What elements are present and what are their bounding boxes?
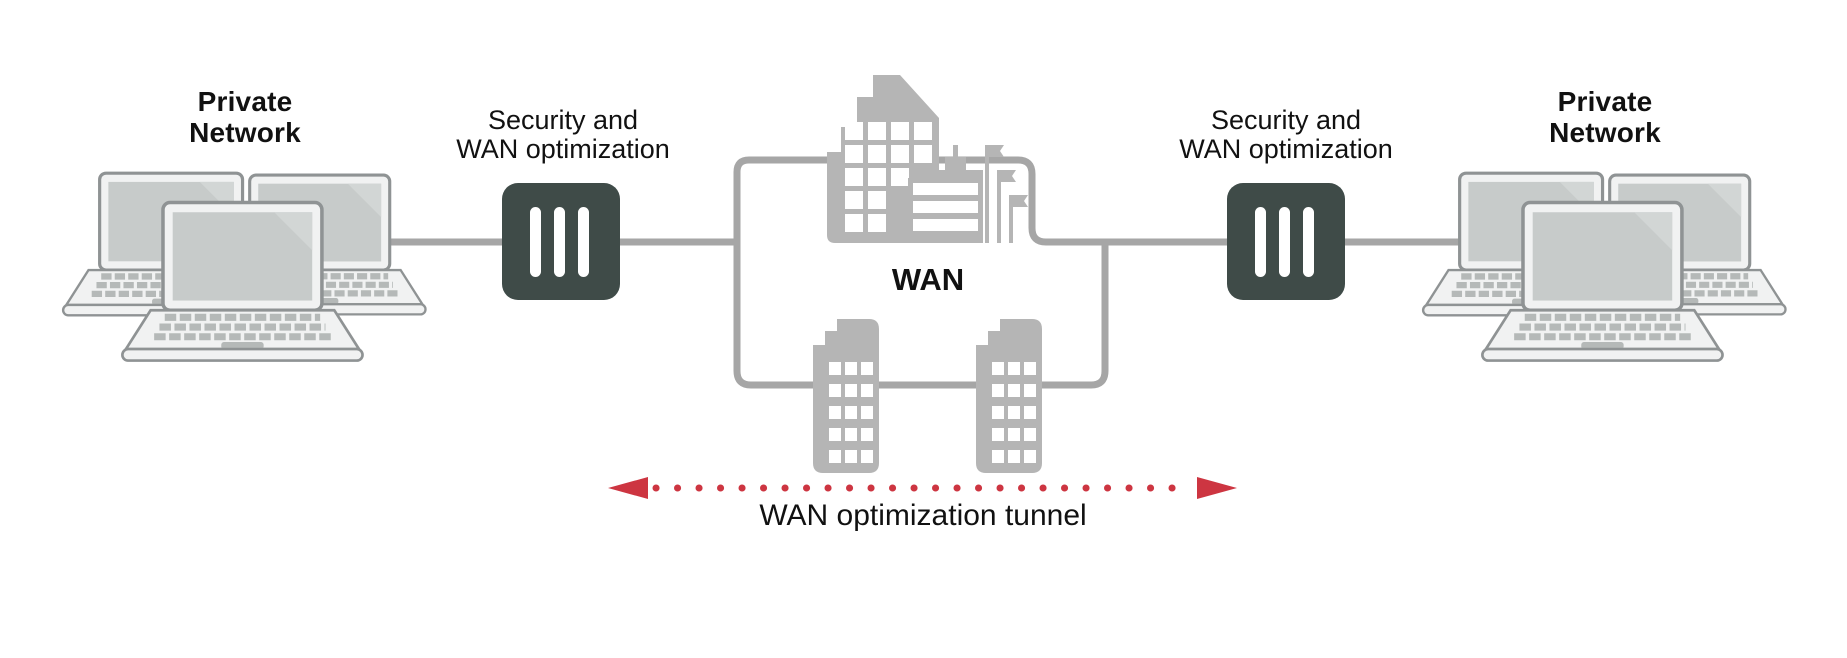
label-line: Private xyxy=(197,86,293,117)
label-line: Network xyxy=(1549,117,1661,148)
label-line: Security and xyxy=(487,105,639,135)
security-wan-appliance-icon-right xyxy=(1227,183,1345,300)
label-line: Private xyxy=(1557,86,1653,117)
wan-loop-upper xyxy=(733,156,1238,252)
wan-loop-lower xyxy=(733,232,1109,389)
flag-icons xyxy=(985,145,1028,243)
arrowhead-left xyxy=(608,477,648,499)
double-headed-dotted-arrow-icon xyxy=(608,477,1237,499)
tower-building-icon xyxy=(976,319,1042,473)
security-wan-label-left: Security and WAN optimization xyxy=(456,106,670,164)
wan-label: WAN xyxy=(891,262,965,297)
tower-building-icons xyxy=(813,319,1042,473)
annex-stripes xyxy=(913,183,978,231)
label-line: WAN optimization xyxy=(456,134,670,164)
tower-building-icon xyxy=(813,319,879,473)
private-network-left-cluster xyxy=(63,173,425,360)
security-wan-label-right: Security and WAN optimization xyxy=(1179,106,1393,164)
connection-lines xyxy=(378,156,1488,389)
arrowhead-right xyxy=(1197,477,1237,499)
big-building-windows xyxy=(845,122,932,232)
label-line: WAN optimization xyxy=(1179,134,1393,164)
label-line: Security and xyxy=(1210,105,1362,135)
private-network-right-cluster xyxy=(1423,173,1785,360)
security-wan-appliance-icon-left xyxy=(502,183,620,300)
private-network-label-left: Private Network xyxy=(189,86,301,148)
wan-optimization-tunnel-label: WAN optimization tunnel xyxy=(759,499,1087,532)
private-network-label-right: Private Network xyxy=(1549,86,1661,148)
office-buildings-icon xyxy=(827,75,1028,243)
label-line: Network xyxy=(189,117,301,148)
